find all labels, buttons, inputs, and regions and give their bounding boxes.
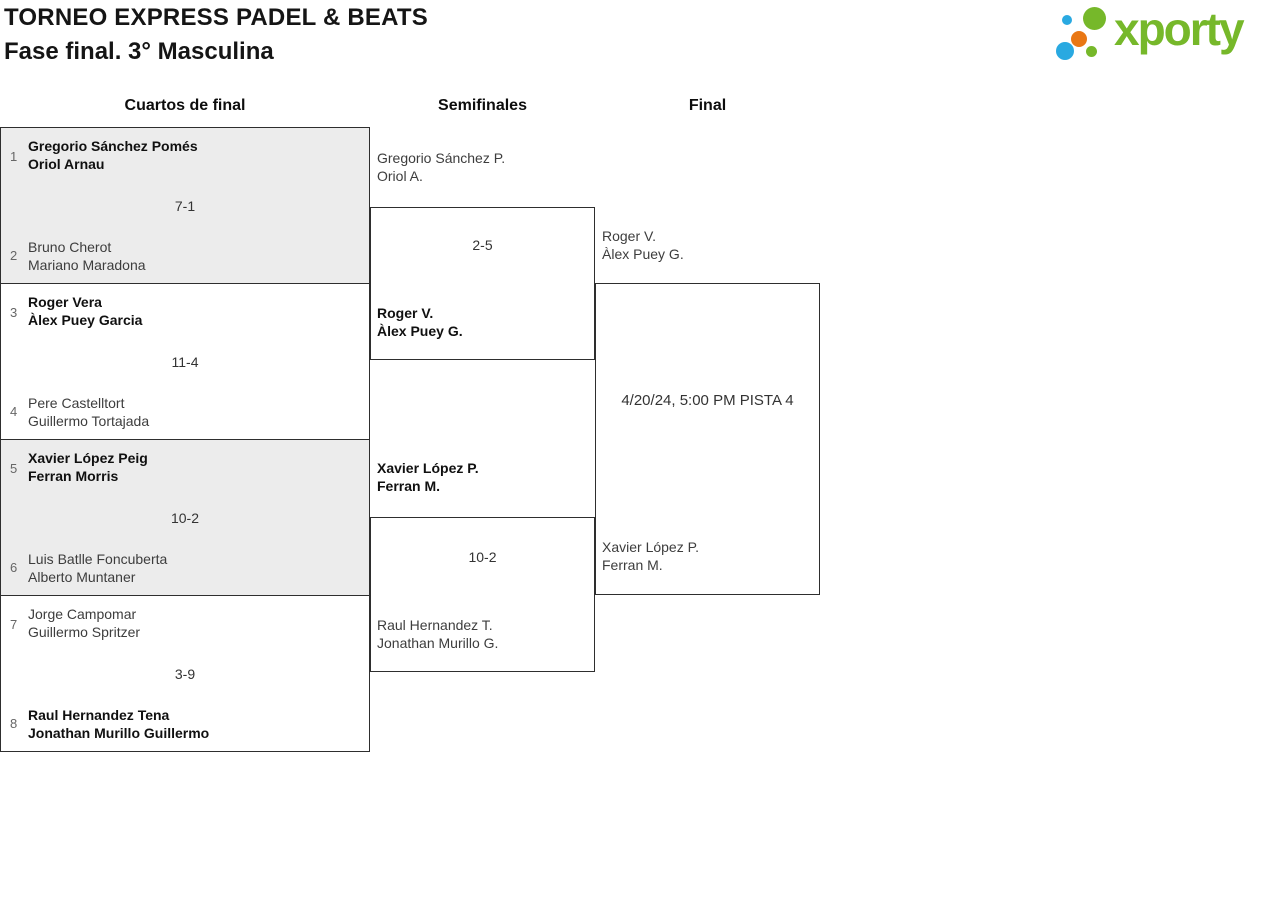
player-name: Àlex Puey G. [377, 323, 463, 339]
qf-match-1[interactable]: 1 Gregorio Sánchez Pomés Oriol Arnau 7-1… [0, 127, 370, 284]
team-name: Bruno Cherot Mariano Maradona [28, 238, 146, 274]
player-name: Àlex Puey Garcia [28, 312, 143, 328]
player-name: Xavier López P. [377, 460, 479, 476]
player-name: Roger V. [377, 305, 434, 321]
player-name: Xavier López Peig [28, 450, 148, 466]
match-score: 10-2 [170, 510, 200, 526]
player-name: Gregorio Sánchez P. [377, 150, 506, 166]
sf-match-1[interactable] [370, 207, 595, 360]
final-team-top: Roger V. Àlex Puey G. [602, 227, 684, 263]
match-score: 3-9 [174, 666, 196, 682]
round-header-semifinals: Semifinales [438, 97, 527, 114]
team-name: Luis Batlle Foncuberta Alberto Muntaner [28, 550, 167, 586]
player-name: Roger Vera [28, 294, 102, 310]
match-score: 7-1 [174, 198, 196, 214]
player-name: Raul Hernandez Tena [28, 707, 170, 723]
player-name: Roger V. [602, 228, 656, 244]
seed-number: 4 [10, 403, 18, 419]
player-name: Ferran M. [602, 557, 663, 573]
qf-match-3[interactable]: 5 Xavier López Peig Ferran Morris 10-2 6… [0, 439, 370, 596]
logo-dot-blue-small-icon [1062, 15, 1072, 25]
team-name: Raul Hernandez Tena Jonathan Murillo Gui… [28, 706, 209, 742]
player-name: Jorge Campomar [28, 606, 137, 622]
page-subtitle: Fase final. 3° Masculina [4, 38, 274, 65]
logo-dot-green-small-icon [1086, 46, 1097, 57]
player-name: Oriol Arnau [28, 156, 105, 172]
qf-match-2[interactable]: 3 Roger Vera Àlex Puey Garcia 11-4 4 Per… [0, 283, 370, 440]
seed-number: 7 [10, 616, 18, 632]
final-match[interactable] [595, 283, 820, 595]
player-name: Mariano Maradona [28, 257, 146, 273]
final-schedule: 4/20/24, 5:00 PM PISTA 4 [621, 392, 794, 409]
logo-dot-green-large-icon [1083, 7, 1106, 30]
seed-number: 1 [10, 148, 18, 164]
sf2-team-bottom: Raul Hernandez T. Jonathan Murillo G. [377, 616, 498, 652]
xporty-logo[interactable]: xporty [1050, 0, 1276, 72]
player-name: Alberto Muntaner [28, 569, 136, 585]
team-name: Gregorio Sánchez Pomés Oriol Arnau [28, 137, 198, 173]
player-name: Xavier López P. [602, 539, 700, 555]
team-name: Xavier López Peig Ferran Morris [28, 449, 148, 485]
team-name: Jorge Campomar Guillermo Spritzer [28, 605, 140, 641]
sf-match-2[interactable] [370, 517, 595, 672]
sf1-team-bottom: Roger V. Àlex Puey G. [377, 304, 463, 340]
player-name: Ferran M. [377, 478, 441, 494]
seed-number: 3 [10, 304, 18, 320]
player-name: Bruno Cherot [28, 239, 112, 255]
team-name: Roger Vera Àlex Puey Garcia [28, 293, 142, 329]
seed-number: 2 [10, 247, 18, 263]
sf1-team-top: Gregorio Sánchez P. Oriol A. [377, 149, 505, 185]
match-score: 10-2 [468, 549, 497, 565]
player-name: Guillermo Tortajada [28, 413, 150, 429]
logo-dot-blue-large-icon [1056, 42, 1074, 60]
player-name: Luis Batlle Foncuberta [28, 551, 168, 567]
player-name: Gregorio Sánchez Pomés [28, 138, 198, 154]
team-name: Pere Castelltort Guillermo Tortajada [28, 394, 149, 430]
player-name: Jonathan Murillo Guillermo [28, 725, 210, 741]
player-name: Raul Hernandez T. [377, 617, 493, 633]
player-name: Pere Castelltort [28, 395, 125, 411]
logo-dot-orange-icon [1071, 31, 1087, 47]
page-title: TORNEO EXPRESS PADEL & BEATS [4, 4, 428, 31]
seed-number: 5 [10, 460, 18, 476]
player-name: Jonathan Murillo G. [377, 635, 499, 651]
player-name: Oriol A. [377, 168, 423, 184]
final-team-bottom: Xavier López P. Ferran M. [602, 538, 699, 574]
round-header-final: Final [688, 97, 727, 114]
round-header-quarterfinals: Cuartos de final [124, 97, 246, 114]
player-name: Guillermo Spritzer [28, 624, 141, 640]
qf-match-4[interactable]: 7 Jorge Campomar Guillermo Spritzer 3-9 … [0, 595, 370, 752]
seed-number: 8 [10, 715, 18, 731]
match-score: 2-5 [472, 237, 493, 253]
logo-wordmark: xporty [1114, 3, 1245, 55]
player-name: Ferran Morris [28, 468, 119, 484]
player-name: Àlex Puey G. [602, 246, 684, 262]
match-score: 11-4 [171, 354, 199, 370]
seed-number: 6 [10, 559, 18, 575]
sf2-team-top: Xavier López P. Ferran M. [377, 459, 479, 495]
